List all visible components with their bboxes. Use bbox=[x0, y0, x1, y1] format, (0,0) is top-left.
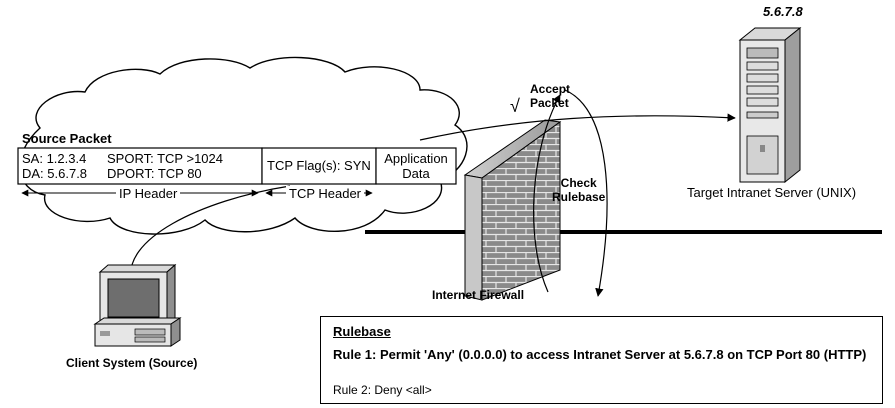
rulebase-box: Rulebase Rule 1: Permit 'Any' (0.0.0.0) … bbox=[320, 316, 883, 404]
server-label: Target Intranet Server (UNIX) bbox=[687, 185, 857, 200]
accept-arrow bbox=[419, 113, 736, 141]
client-computer-icon bbox=[93, 263, 182, 347]
check-rulebase-label: Check Rulebase bbox=[552, 176, 606, 204]
source-address: SA: 1.2.3.4 bbox=[22, 151, 87, 166]
check-mark-icon: √ bbox=[510, 96, 520, 116]
rulebase-title: Rulebase bbox=[333, 324, 391, 339]
rule-2: Rule 2: Deny <all> bbox=[333, 383, 432, 397]
tcp-flags: TCP Flag(s): SYN bbox=[267, 158, 371, 173]
accept-return-arrow bbox=[533, 94, 561, 293]
application-data: Application Data bbox=[384, 151, 448, 181]
rule-1: Rule 1: Permit 'Any' (0.0.0.0) to access… bbox=[333, 347, 867, 362]
tcp-header-label: TCP Header bbox=[286, 186, 365, 201]
firewall-wall-icon bbox=[463, 119, 562, 301]
server-tower-icon bbox=[738, 26, 802, 184]
ip-header-box bbox=[17, 147, 263, 185]
destination-address: DA: 5.6.7.8 bbox=[22, 166, 88, 181]
firewall-label: Internet Firewall bbox=[432, 288, 525, 302]
check-rulebase-loop bbox=[564, 89, 608, 297]
destination-port: DPORT: TCP 80 bbox=[107, 166, 202, 181]
packet-title: Source Packet bbox=[22, 131, 112, 146]
source-port: SPORT: TCP >1024 bbox=[107, 151, 223, 166]
ip-header-label: IP Header bbox=[116, 186, 181, 201]
accept-packet-label: Accept Packet bbox=[530, 82, 571, 110]
client-label: Client System (Source) bbox=[66, 356, 198, 370]
tcp-header-box bbox=[261, 147, 377, 185]
application-data-box bbox=[375, 147, 457, 185]
server-address: 5.6.7.8 bbox=[763, 4, 803, 19]
